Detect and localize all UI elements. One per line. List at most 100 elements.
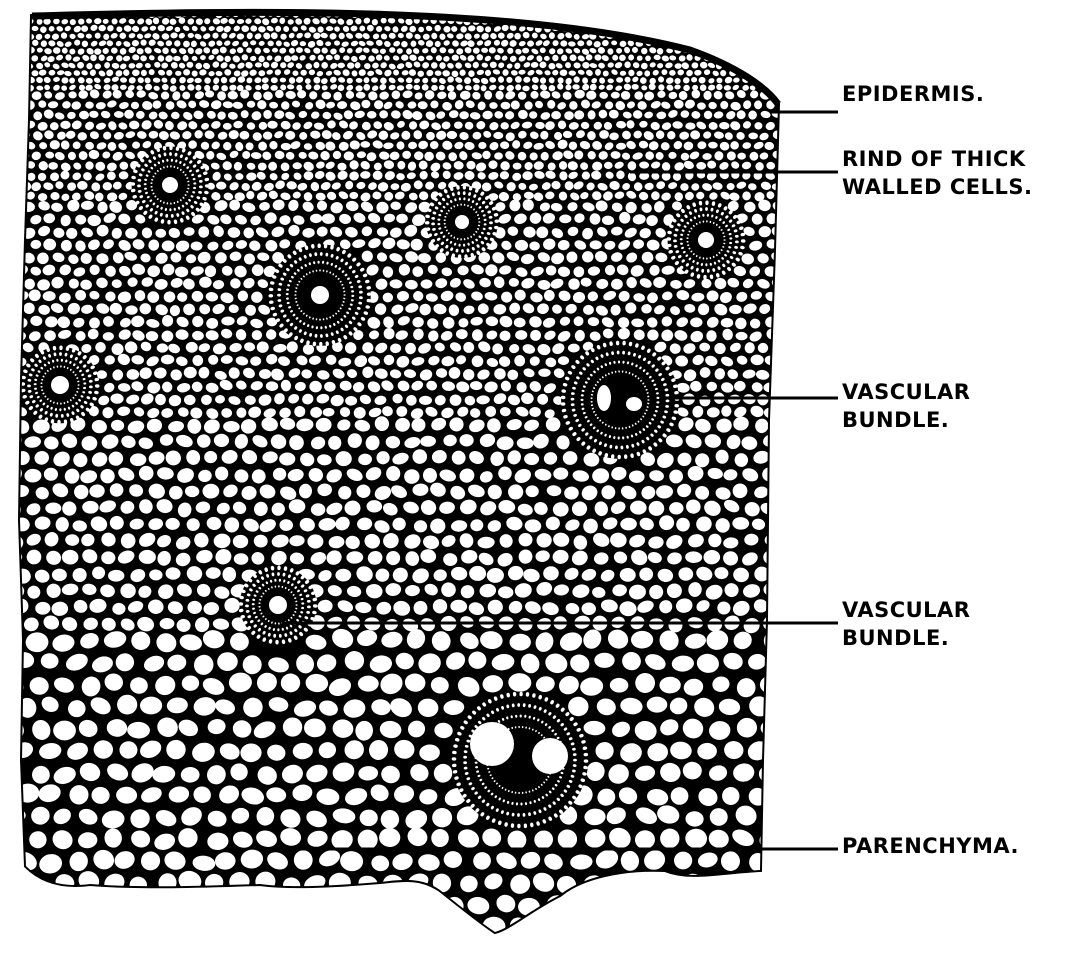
parenchyma-cell — [720, 26, 728, 33]
parenchyma-cell — [328, 912, 354, 937]
parenchyma-cell — [606, 18, 612, 23]
parenchyma-cell — [632, 921, 652, 938]
parenchyma-cell — [775, 32, 783, 40]
parenchyma-cell — [62, 77, 69, 83]
parenchyma-cell — [0, 627, 25, 652]
parenchyma-cell — [344, 151, 354, 160]
parenchyma-cell — [766, 62, 775, 70]
parenchyma-cell — [730, 872, 754, 895]
parenchyma-cell — [647, 697, 668, 713]
parenchyma-cell — [407, 915, 428, 937]
parenchyma-cell — [594, 653, 614, 668]
parenchyma-cell — [777, 237, 792, 252]
parenchyma-cell — [771, 601, 785, 615]
parenchyma-cell — [525, 101, 533, 110]
parenchyma-cell — [758, 32, 766, 40]
parenchyma-cell — [761, 10, 770, 18]
parenchyma-cell — [62, 895, 86, 918]
parenchyma-cell — [311, 503, 325, 516]
parenchyma-cell — [493, 9, 502, 17]
parenchyma-cell — [8, 152, 18, 162]
parenchyma-cell — [534, 919, 554, 938]
parenchyma-cell — [760, 805, 784, 828]
parenchyma-cell — [703, 39, 711, 47]
parenchyma-cell — [711, 26, 718, 33]
parenchyma-cell — [619, 11, 628, 18]
parenchyma-cell — [757, 62, 765, 70]
parenchyma-cell — [556, 913, 586, 941]
parenchyma-cell — [685, 25, 693, 32]
parenchyma-cell — [4, 873, 28, 894]
parenchyma-cell — [748, 33, 757, 41]
parenchyma-cell — [783, 47, 791, 54]
parenchyma-cell — [377, 914, 403, 940]
parenchyma-cell — [775, 63, 782, 69]
parenchyma-cell — [745, 55, 753, 63]
parenchyma-cell — [733, 32, 741, 39]
parenchyma-cell — [421, 279, 433, 288]
parenchyma-cell — [493, 132, 503, 139]
parenchyma-cell — [92, 893, 114, 914]
parenchyma-cell — [761, 25, 770, 33]
parenchyma-cell — [376, 26, 382, 32]
parenchyma-cell — [10, 76, 19, 84]
parenchyma-cell — [515, 330, 527, 340]
parenchyma-cell — [742, 19, 749, 25]
parenchyma-cell — [3, 920, 24, 936]
parenchyma-cell — [39, 893, 64, 917]
parenchyma-cell — [779, 431, 799, 450]
parenchyma-cell — [780, 291, 793, 303]
parenchyma-cell — [679, 12, 686, 18]
parenchyma-cell — [724, 18, 733, 26]
parenchyma-cell — [674, 852, 692, 870]
parenchyma-cell — [23, 12, 30, 18]
label-rind-of-thick-walled-cells: RIND OF THICK WALLED CELLS. — [842, 145, 1032, 201]
parenchyma-cell — [741, 33, 749, 40]
parenchyma-cell — [685, 123, 695, 130]
parenchyma-cell — [777, 406, 792, 419]
parenchyma-cell — [326, 26, 333, 31]
parenchyma-cell — [5, 618, 22, 634]
parenchyma-cell — [358, 676, 379, 692]
parenchyma-cell — [691, 77, 697, 82]
parenchyma-cell — [752, 54, 761, 62]
parenchyma-cell — [728, 55, 735, 61]
parenchyma-cell — [784, 132, 794, 139]
parenchyma-cell — [168, 898, 190, 917]
parenchyma-cell — [568, 894, 591, 913]
parenchyma-cell — [783, 17, 790, 24]
parenchyma-cell — [180, 918, 205, 940]
parenchyma-cell — [656, 916, 682, 938]
parenchyma-cell — [728, 25, 735, 32]
parenchyma-cell — [779, 69, 788, 76]
parenchyma-cell — [307, 534, 323, 548]
parenchyma-cell — [783, 63, 790, 69]
parenchyma-cell — [705, 874, 730, 894]
parenchyma-cell — [130, 915, 154, 940]
parenchyma-cell — [694, 896, 716, 915]
parenchyma-cell — [784, 90, 793, 99]
parenchyma-cell — [14, 40, 21, 47]
parenchyma-cell — [119, 171, 129, 179]
parenchyma-cell — [593, 10, 601, 17]
parenchyma-cell — [754, 11, 761, 18]
parenchyma-cell — [719, 11, 727, 18]
parenchyma-cell — [744, 39, 752, 47]
parenchyma-cell — [602, 10, 611, 18]
parenchyma-cell — [682, 33, 690, 40]
bundle-cell — [724, 239, 726, 241]
parenchyma-cell — [239, 894, 264, 917]
parenchyma-cell — [138, 894, 162, 914]
parenchyma-cell — [9, 111, 20, 119]
parenchyma-cell — [670, 26, 677, 32]
parenchyma-cell — [724, 33, 731, 40]
parenchyma-cell — [708, 33, 715, 38]
bundle-cell — [344, 294, 346, 296]
parenchyma-cell — [14, 69, 21, 76]
parenchyma-cell — [1, 764, 23, 783]
parenchyma-cell — [772, 850, 796, 871]
parenchyma-cell — [627, 10, 636, 19]
parenchyma-cell — [708, 18, 714, 23]
parenchyma-cell — [490, 62, 497, 68]
parenchyma-cell — [652, 9, 661, 17]
